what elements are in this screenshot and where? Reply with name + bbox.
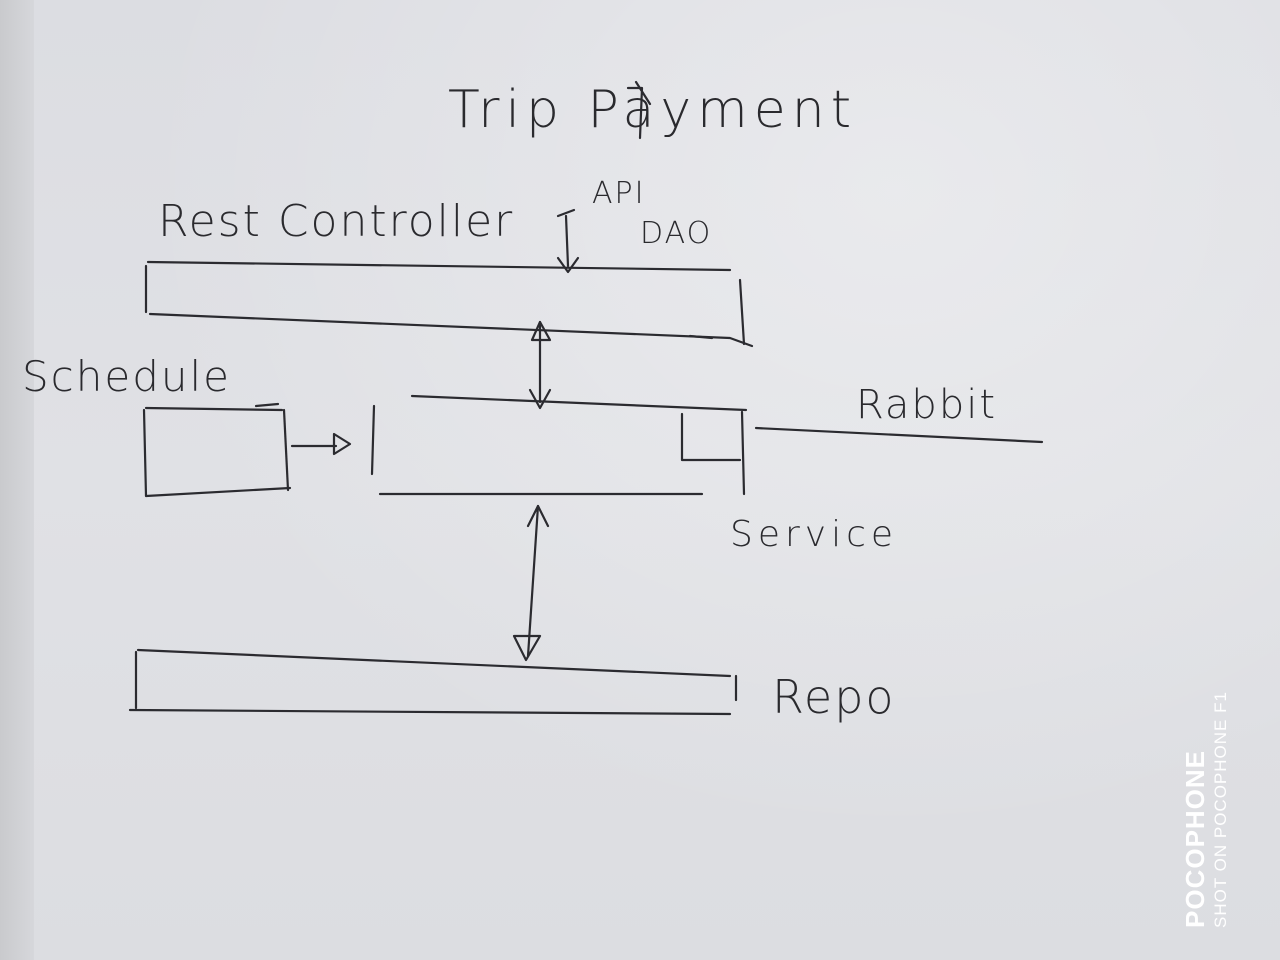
dao-label: DAO	[640, 216, 713, 251]
rabbit-connector	[754, 426, 1044, 444]
diagram-title: Trip Payment	[448, 80, 858, 140]
camera-watermark: POCOPHONE SHOT ON POCOPHONE F1	[1180, 668, 1260, 928]
title-scribble	[626, 80, 652, 140]
rest-controller-label: Rest Controller	[158, 196, 515, 247]
repo-box	[128, 648, 738, 716]
rabbit-label: Rabbit	[856, 382, 998, 428]
rest-controller-box	[144, 260, 754, 348]
service-label: Service	[730, 514, 899, 555]
repo-label: Repo	[772, 670, 896, 724]
service-repo-arrow	[512, 504, 550, 662]
api-dao-arrow	[556, 208, 580, 274]
schedule-box	[142, 402, 292, 498]
schedule-service-arrow	[290, 432, 352, 456]
controller-service-arrow	[528, 320, 552, 410]
service-box	[370, 394, 748, 496]
schedule-label: Schedule	[22, 352, 231, 401]
watermark-caption: SHOT ON POCOPHONE F1	[1211, 691, 1230, 928]
paper-edge	[0, 0, 34, 960]
api-label: API	[592, 176, 646, 211]
watermark-brand: POCOPHONE	[1180, 749, 1210, 928]
